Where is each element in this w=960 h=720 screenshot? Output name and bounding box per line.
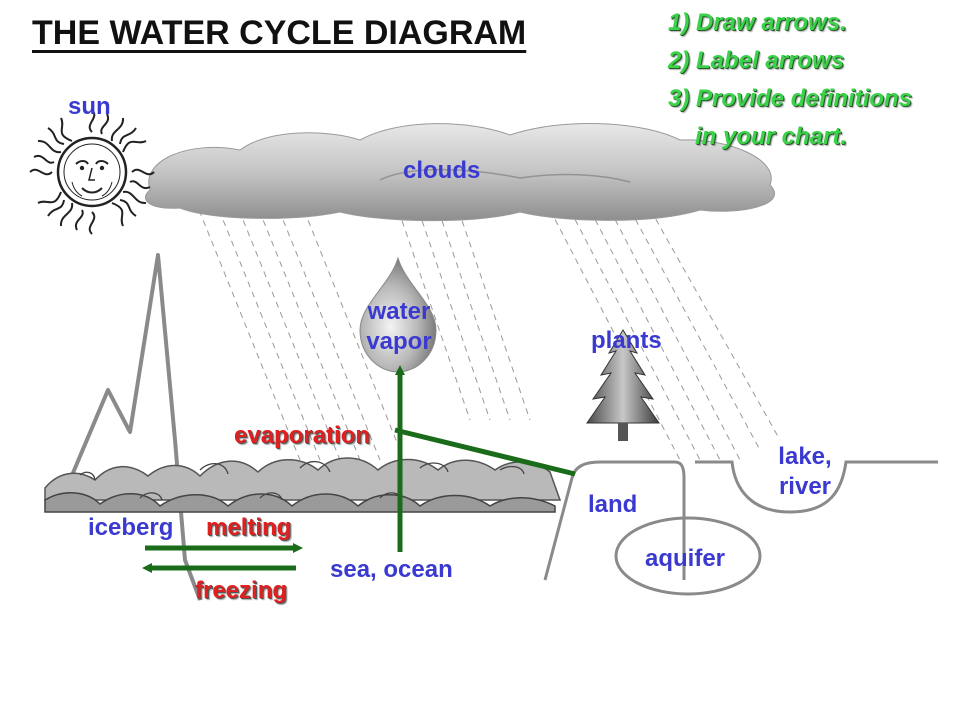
lake-river-label-line2: river	[778, 473, 832, 500]
sun-label: sun	[68, 93, 111, 120]
instruction-1: 1) Draw arrows.	[668, 9, 847, 36]
instruction-2: 2) Label arrows	[668, 47, 845, 74]
water-vapor-label-line1: water	[367, 298, 431, 325]
water-vapor-label: water vapor	[357, 297, 441, 357]
lake-river-label: lake, river	[760, 442, 850, 502]
evaporation-line	[394, 427, 576, 477]
melting-label: melting	[206, 514, 292, 541]
tree-icon	[586, 329, 660, 441]
instruction-4: in your chart.	[695, 123, 848, 150]
lake-river-label-line1: lake,	[778, 443, 832, 470]
rain-streaks	[194, 199, 781, 461]
aquifer-shape	[614, 516, 762, 596]
aquifer-label: aquifer	[645, 545, 726, 572]
land-profile	[543, 460, 938, 596]
plants-label: plants	[591, 327, 662, 354]
freezing-label: freezing	[195, 577, 288, 604]
instruction-3: 3) Provide definitions	[668, 85, 913, 112]
ocean-waves	[44, 457, 562, 513]
land-label: land	[588, 491, 638, 518]
sea-ocean-label: sea, ocean	[330, 556, 453, 583]
sun-icon	[29, 109, 155, 235]
page-title: THE WATER CYCLE DIAGRAM	[32, 14, 527, 52]
cloud-shape	[144, 123, 775, 222]
iceberg-label: iceberg	[88, 514, 174, 541]
water-vapor-label-line2: vapor	[366, 328, 432, 355]
evaporation-label: evaporation	[234, 422, 371, 449]
clouds-label: clouds	[403, 157, 481, 184]
process-arrows	[142, 365, 576, 573]
